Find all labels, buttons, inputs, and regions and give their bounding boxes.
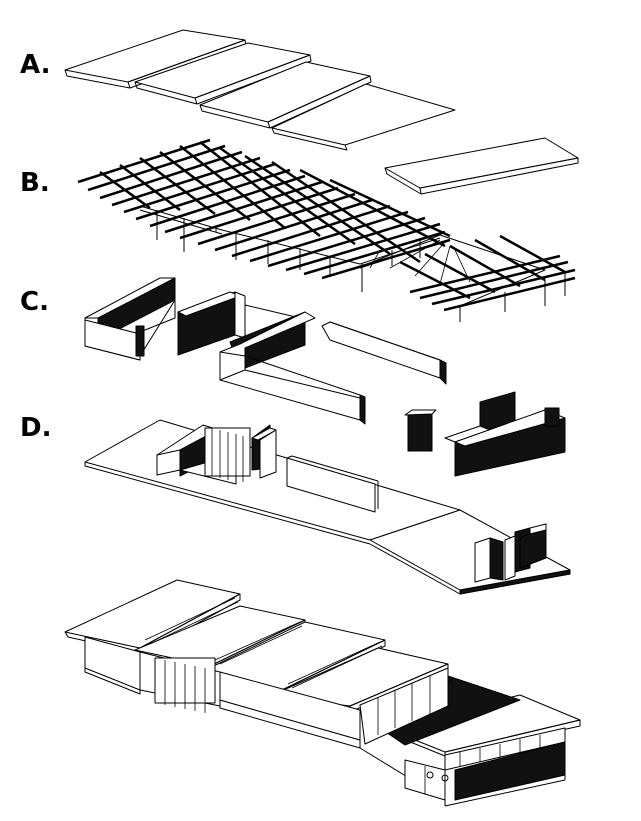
assembled-building [64,579,581,807]
assembled-clerestory [144,597,383,689]
wall-block-5 [404,409,437,452]
wall-block-2 [177,291,301,356]
grid-wing [364,234,576,322]
layer-c-walls [84,277,566,477]
wall-block-1 [84,277,176,361]
roof-panel-3 [199,61,372,129]
grid-eave-beams [139,205,441,269]
wall-block-3 [219,311,366,425]
wall-block-4 [321,321,447,385]
layer-b-structure-grid [77,137,579,322]
wall-block-6 [444,391,566,477]
floor-partition-panel [286,455,379,513]
floor-partition-block-b [474,523,547,583]
layer-label-b: B. [20,168,50,198]
roof-panel-4 [271,83,456,151]
floor-partition-block-a [156,424,277,485]
layer-label-d: D. [20,413,52,443]
layer-label-c: C. [20,287,49,317]
assembled-glazed-wing [359,667,566,807]
grid-crossbeams-main [99,141,451,264]
layer-label-a: A. [20,50,51,80]
layer-d-floor-slab [84,419,571,595]
grid-columns [156,210,421,292]
roof-panel-detached [384,137,579,195]
layer-a-roof-panels [64,29,456,151]
roof-panel-2 [134,42,312,105]
